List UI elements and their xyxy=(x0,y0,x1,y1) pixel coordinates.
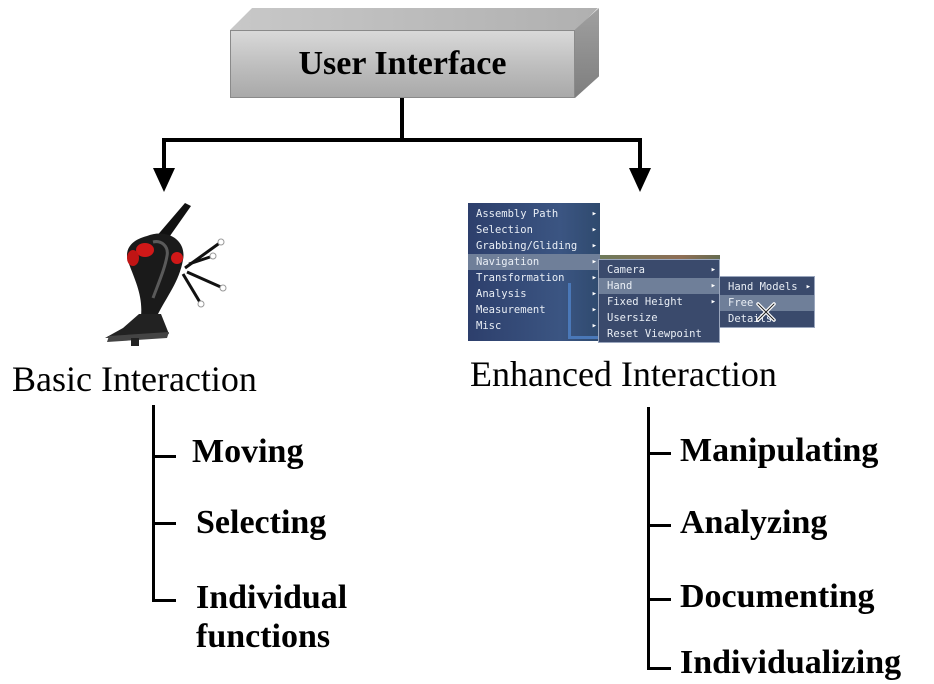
basic-item-moving: Moving xyxy=(192,433,304,470)
basic-item-selecting: Selecting xyxy=(196,504,327,541)
chevron-right-icon: ▸ xyxy=(591,225,597,235)
root-label: User Interface xyxy=(298,45,507,82)
menu-item-reset-viewpoint[interactable]: Reset Viewpoint xyxy=(607,328,702,340)
enhanced-item-manipulating: Manipulating xyxy=(680,432,879,469)
left-drop-line xyxy=(162,138,166,172)
chevron-right-icon: ▸ xyxy=(805,282,811,292)
enhanced-tree-branch-individualizing xyxy=(647,667,671,670)
menu-item-usersize[interactable]: Usersize xyxy=(607,312,658,324)
menu-item-assembly-path[interactable]: Assembly Path▸ xyxy=(476,208,597,220)
chevron-right-icon: ▸ xyxy=(710,281,716,291)
enhanced-interaction-heading: Enhanced Interaction xyxy=(470,354,777,394)
chevron-right-icon: ▸ xyxy=(591,289,597,299)
right-drop-line xyxy=(638,138,642,172)
chevron-right-icon: ▸ xyxy=(710,297,716,307)
joystick-image xyxy=(105,203,227,346)
basic-interaction-heading: Basic Interaction xyxy=(12,359,257,399)
menu-item-hand-models[interactable]: Hand Models▸ xyxy=(728,281,811,293)
enhanced-item-documenting: Documenting xyxy=(680,578,875,615)
basic-item-individual-functions: Individual functions xyxy=(196,579,348,656)
enhanced-tree-branch-manipulating xyxy=(647,452,671,455)
basic-tree-branch-individual xyxy=(152,599,176,602)
main-menu: Assembly Path▸ Selection▸ Grabbing/Glidi… xyxy=(468,203,600,341)
root-box-top-face xyxy=(230,8,598,30)
chevron-right-icon: ▸ xyxy=(591,305,597,315)
chevron-right-icon: ▸ xyxy=(591,273,597,283)
enhanced-tree-branch-analyzing xyxy=(647,524,671,527)
left-arrow-head xyxy=(153,168,175,192)
menu-item-measurement[interactable]: Measurement▸ xyxy=(476,304,597,316)
menu-item-analysis[interactable]: Analysis▸ xyxy=(476,288,597,300)
menu-item-misc[interactable]: Misc▸ xyxy=(476,320,597,332)
root-box xyxy=(230,30,575,98)
menu-item-camera[interactable]: Camera▸ xyxy=(607,264,716,276)
menu-item-fixed-height[interactable]: Fixed Height▸ xyxy=(607,296,716,308)
root-stem-line xyxy=(400,98,404,140)
hand-submenu: Hand Models▸ Free Details xyxy=(719,276,815,328)
menu-item-transformation[interactable]: Transformation▸ xyxy=(476,272,597,284)
cursor-x-icon xyxy=(756,302,776,322)
chevron-right-icon: ▸ xyxy=(591,241,597,251)
menu-item-selection[interactable]: Selection▸ xyxy=(476,224,597,236)
enhanced-tree-trunk xyxy=(647,407,650,670)
menu-item-navigation[interactable]: Navigation▸ xyxy=(468,254,600,270)
menu-item-grabbing-gliding[interactable]: Grabbing/Gliding▸ xyxy=(476,240,597,252)
chevron-right-icon: ▸ xyxy=(591,209,597,219)
basic-tree-trunk xyxy=(152,405,155,602)
menu-screenshot: Assembly Path▸ Selection▸ Grabbing/Glidi… xyxy=(468,203,816,343)
menu-item-free[interactable]: Free xyxy=(720,295,814,311)
enhanced-tree-branch-documenting xyxy=(647,598,671,601)
right-arrow-head xyxy=(629,168,651,192)
basic-tree-branch-selecting xyxy=(152,522,176,525)
enhanced-item-individualizing: Individualizing xyxy=(680,644,902,681)
menu-item-hand[interactable]: Hand▸ xyxy=(599,278,719,294)
chevron-right-icon: ▸ xyxy=(710,265,716,275)
basic-tree-branch-moving xyxy=(152,455,176,458)
chevron-right-icon: ▸ xyxy=(591,321,597,331)
enhanced-item-analyzing: Analyzing xyxy=(680,504,828,541)
chevron-right-icon: ▸ xyxy=(591,257,597,267)
root-branch-line xyxy=(162,138,642,142)
navigation-submenu: Camera▸ Hand▸ Fixed Height▸ Usersize Res… xyxy=(598,259,720,343)
